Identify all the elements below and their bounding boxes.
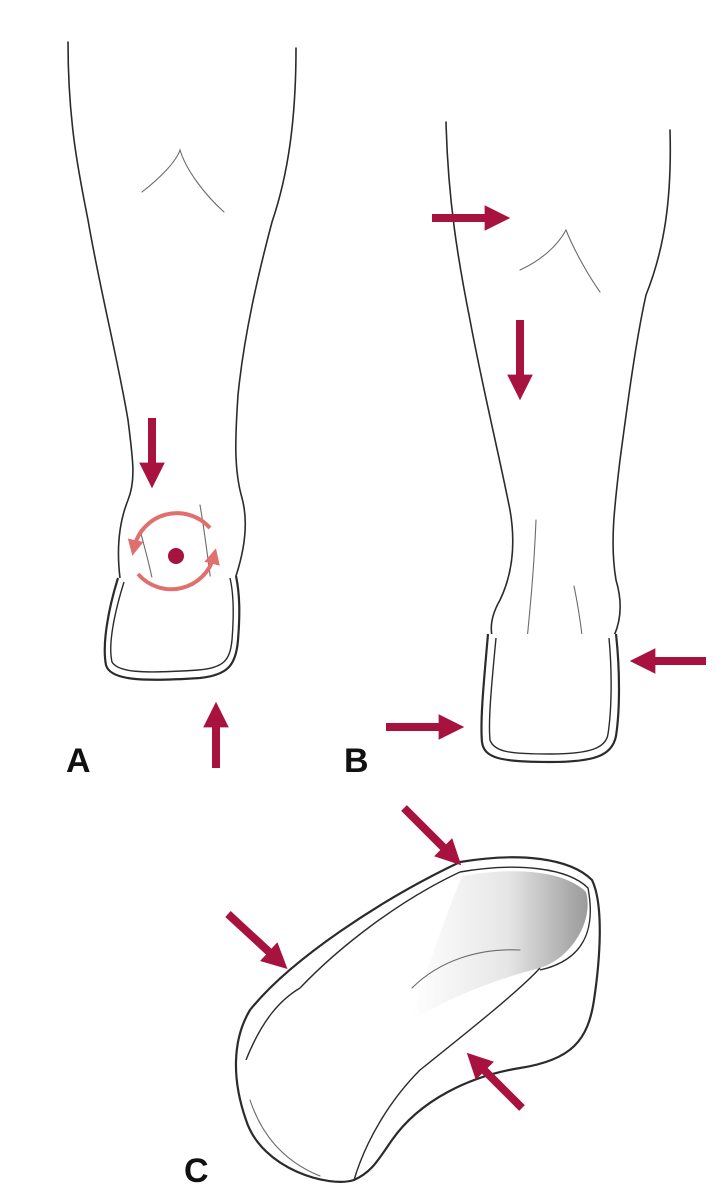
heel-cup-c: [234, 856, 601, 1183]
arrow-top-c: [401, 805, 462, 866]
rotation-arrows-a: [127, 511, 220, 592]
rotation-center-dot: [168, 548, 184, 564]
arrow-bottom-c: [466, 1052, 525, 1111]
panel-c: C: [184, 805, 601, 1190]
heel-cup-b: [480, 633, 621, 764]
panel-label-c: C: [184, 1152, 209, 1190]
panel-label-b: B: [344, 742, 369, 780]
leg-a: [67, 41, 297, 607]
heel-cup-a: [103, 575, 241, 681]
leg-b: [445, 121, 672, 681]
panel-a: A: [66, 41, 297, 780]
arrow-left-c: [225, 911, 288, 969]
panel-b: B: [344, 121, 706, 780]
panel-label-a: A: [66, 742, 91, 780]
